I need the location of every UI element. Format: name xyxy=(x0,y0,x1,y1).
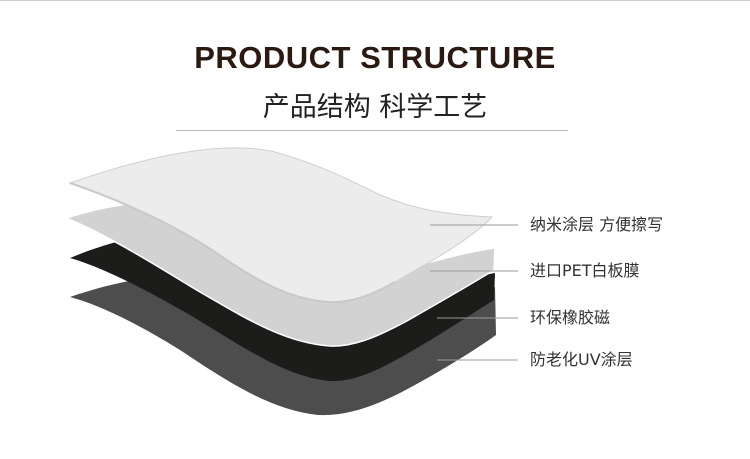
label-uv-coating: 防老化UV涂层 xyxy=(530,350,633,369)
label-nano-coating: 纳米涂层 方便擦写 xyxy=(530,215,664,234)
title-divider xyxy=(176,130,568,131)
label-pet-film: 进口PET白板膜 xyxy=(530,261,640,280)
label-rubber-magnet: 环保橡胶磁 xyxy=(530,308,611,327)
top-divider xyxy=(0,0,750,1)
nano-coating-rim xyxy=(69,182,396,304)
page-title-english: PRODUCT STRUCTURE xyxy=(194,40,556,75)
page-title-chinese: 产品结构 科学工艺 xyxy=(262,92,488,123)
